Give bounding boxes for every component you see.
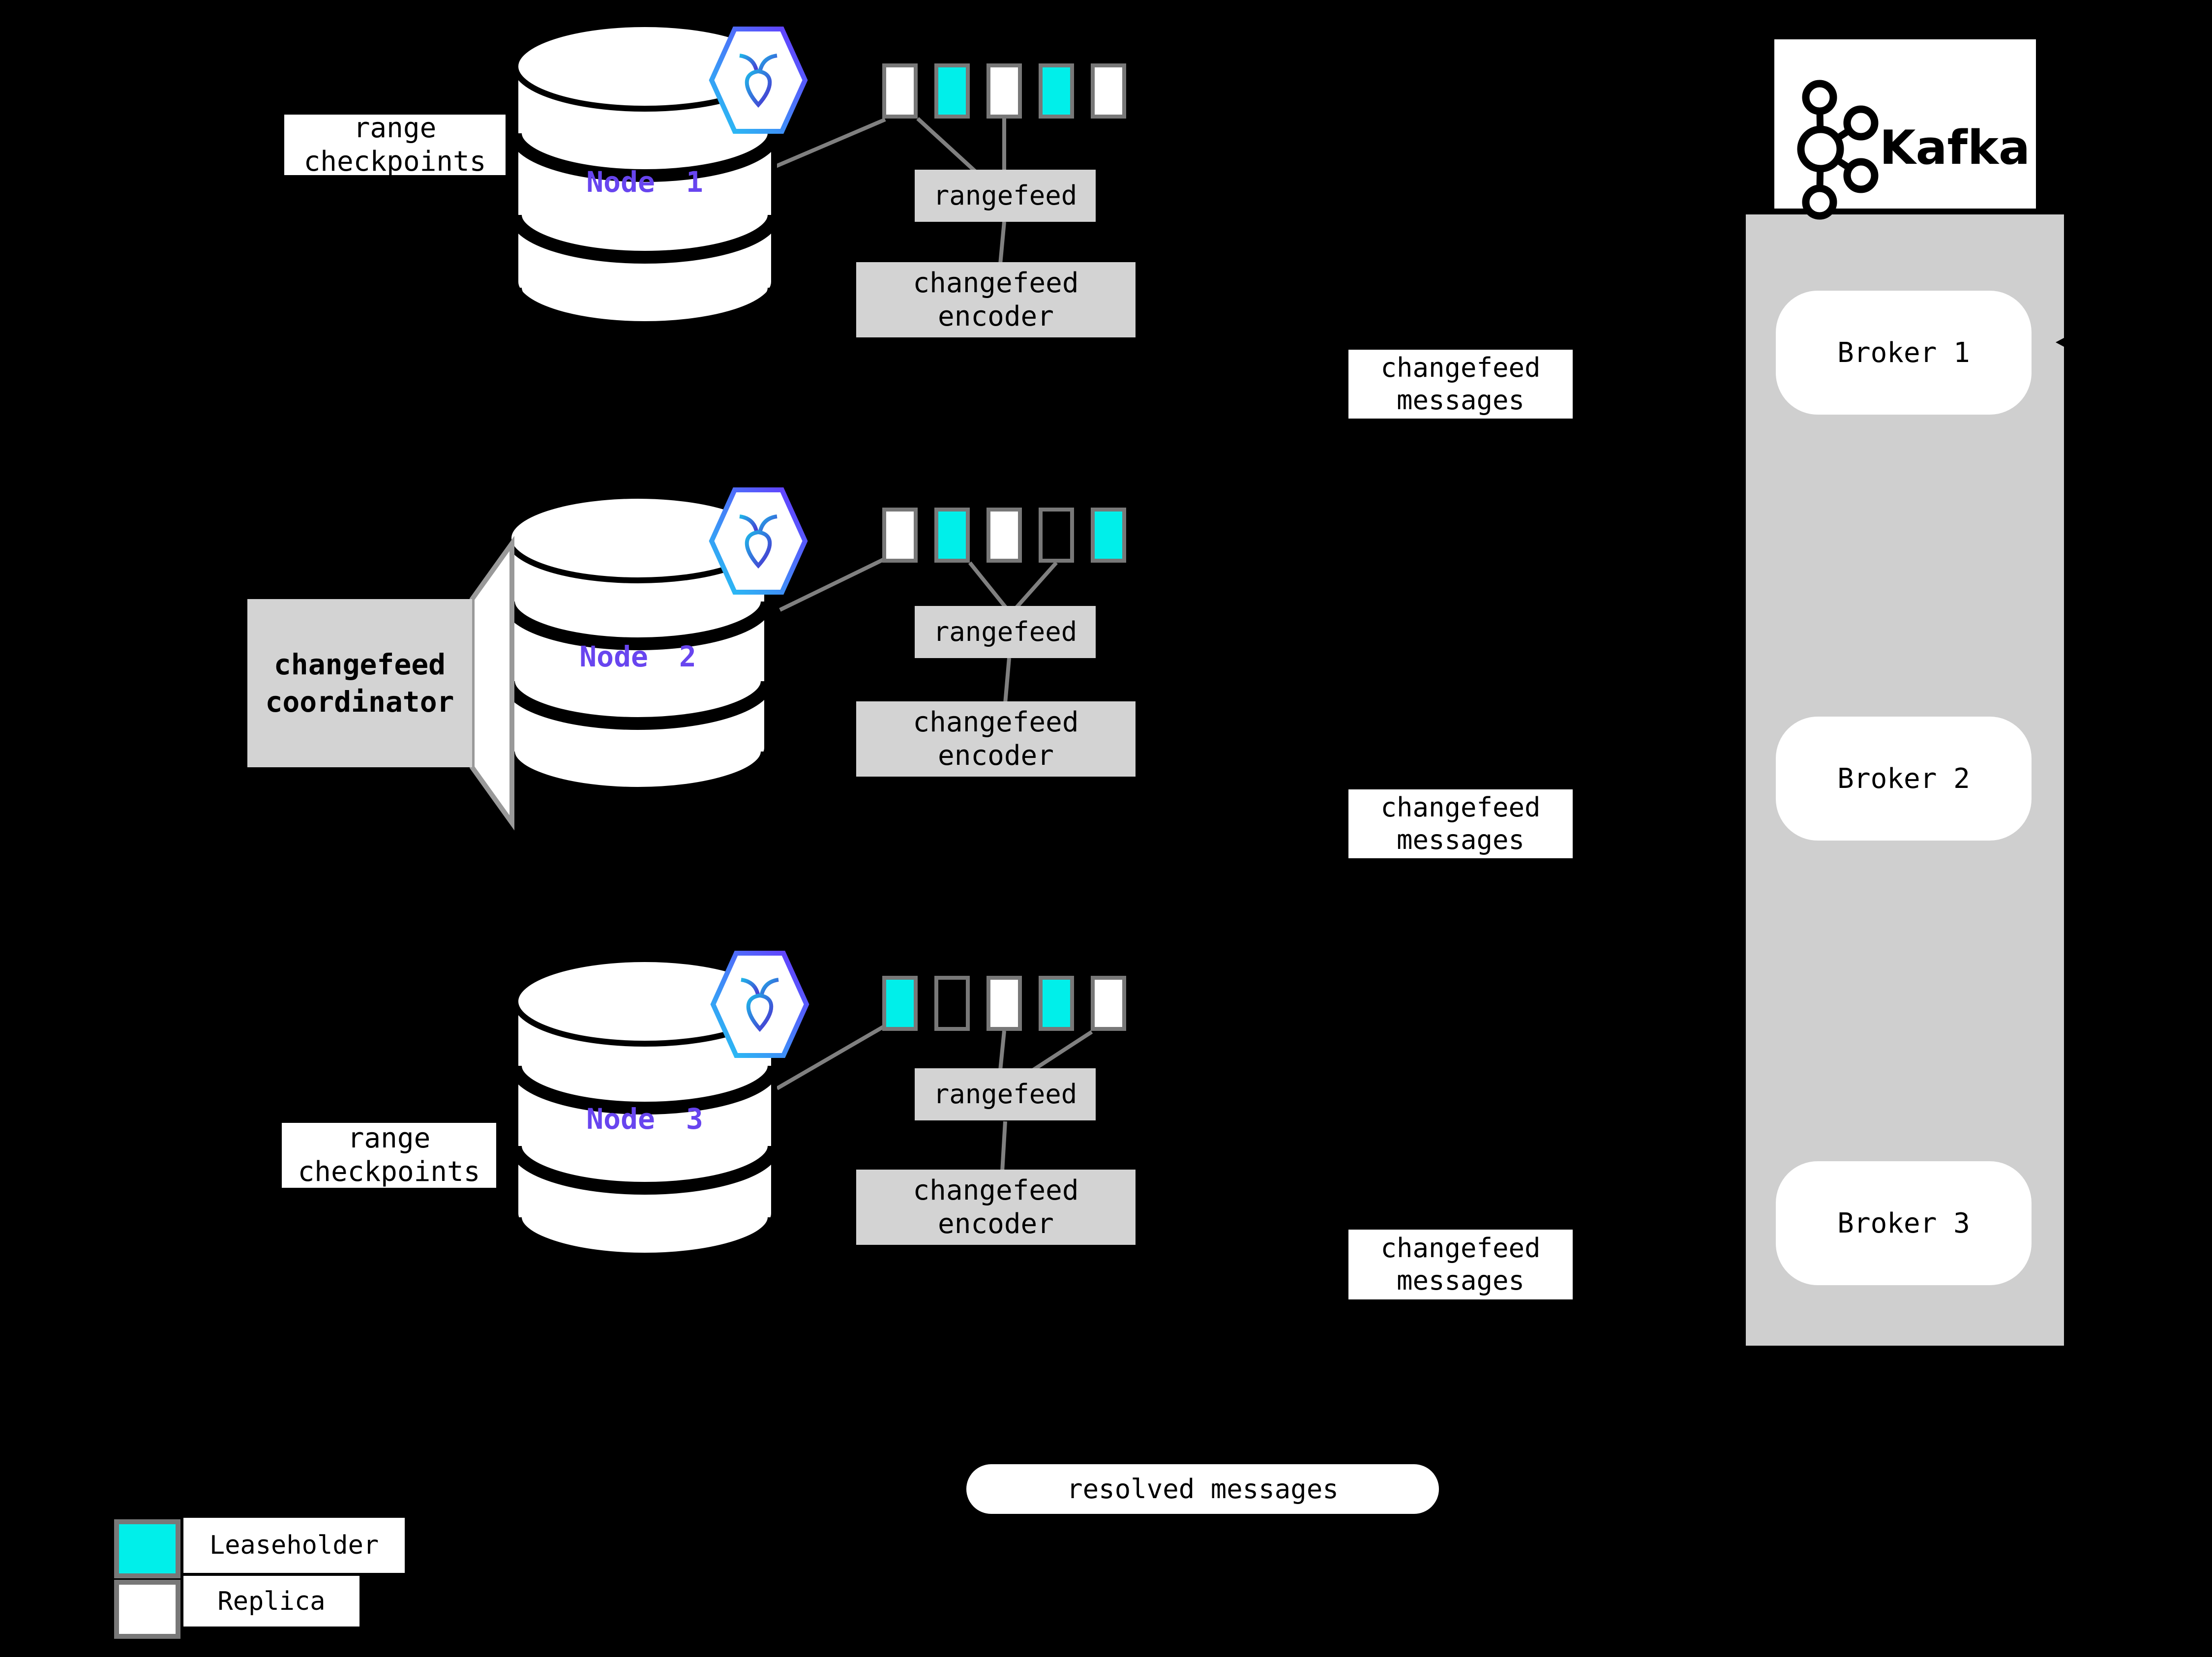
broker-2-box: Broker 2 xyxy=(1776,717,2032,841)
range-square-replica xyxy=(986,508,1022,563)
node3-label: Node 3 xyxy=(586,1102,703,1136)
changefeed-messages-label-1: changefeed messages xyxy=(1348,350,1573,419)
arrowhead-into-broker1 xyxy=(2056,338,2064,347)
node1-label: Node 1 xyxy=(586,165,703,199)
range-square-replica xyxy=(882,63,918,119)
range-square-replica xyxy=(882,508,918,563)
range-square-replica xyxy=(1091,976,1126,1031)
node2-label: Node 2 xyxy=(579,640,696,673)
changefeed-coordinator-box: changefeed coordinator xyxy=(247,599,472,767)
coordinator-flag-shape xyxy=(470,536,514,831)
range-square-leaseholder xyxy=(934,508,970,563)
range-square-replica xyxy=(1091,63,1126,119)
node1-database-cylinder xyxy=(509,21,780,336)
cockroach-icon xyxy=(739,514,777,569)
range-square-replica xyxy=(986,976,1022,1031)
range-checkpoints-label-bottom: range checkpoints xyxy=(282,1122,496,1188)
arrowhead-into-coordinator xyxy=(238,637,249,646)
range-square-none xyxy=(1039,508,1074,563)
connector-lines-node3 xyxy=(776,1022,1093,1172)
rangefeed-box-node3: rangefeed xyxy=(915,1068,1096,1120)
legend-replica-swatch xyxy=(114,1580,180,1639)
changefeed-encoder-box-node3: changefeed encoder xyxy=(856,1170,1136,1245)
range-square-leaseholder xyxy=(1039,976,1074,1031)
legend-leaseholder-swatch xyxy=(114,1519,180,1578)
resolved-messages-pill: resolved messages xyxy=(966,1464,1439,1514)
connector-lines-node2 xyxy=(779,555,1058,704)
range-square-replica xyxy=(986,63,1022,119)
connector-lines-node1 xyxy=(773,117,1006,265)
cockroachdb-badge-node2 xyxy=(709,487,808,595)
changefeed-encoder-box-node2: changefeed encoder xyxy=(856,701,1136,777)
range-square-leaseholder xyxy=(882,976,918,1031)
range-square-leaseholder xyxy=(1091,508,1126,563)
rangefeed-box-node2: rangefeed xyxy=(915,606,1096,658)
range-row xyxy=(882,508,1126,563)
range-row xyxy=(882,63,1126,119)
broker-3-box: Broker 3 xyxy=(1776,1161,2032,1285)
cockroach-icon xyxy=(741,978,779,1032)
cockroachdb-badge-node1 xyxy=(709,27,808,134)
cockroach-icon xyxy=(739,54,777,108)
changefeed-messages-label-3: changefeed messages xyxy=(1348,1230,1573,1299)
node3-database-cylinder xyxy=(509,956,780,1266)
kafka-logo-icon xyxy=(1797,80,1879,220)
changefeed-messages-label-2: changefeed messages xyxy=(1348,789,1573,858)
kafka-title: Kafka xyxy=(1879,121,2031,175)
rangefeed-box-node1: rangefeed xyxy=(915,170,1096,222)
legend-replica-label: Replica xyxy=(183,1576,359,1627)
range-square-none xyxy=(934,976,970,1031)
cockroachdb-badge-node3 xyxy=(710,951,809,1058)
range-square-leaseholder xyxy=(1039,63,1074,119)
changefeed-encoder-box-node1: changefeed encoder xyxy=(856,262,1136,337)
range-square-leaseholder xyxy=(934,63,970,119)
range-row xyxy=(882,976,1126,1031)
broker-1-box: Broker 1 xyxy=(1776,291,2032,415)
legend-leaseholder-label: Leaseholder xyxy=(183,1518,405,1573)
range-checkpoints-label-top: range checkpoints xyxy=(284,115,506,175)
